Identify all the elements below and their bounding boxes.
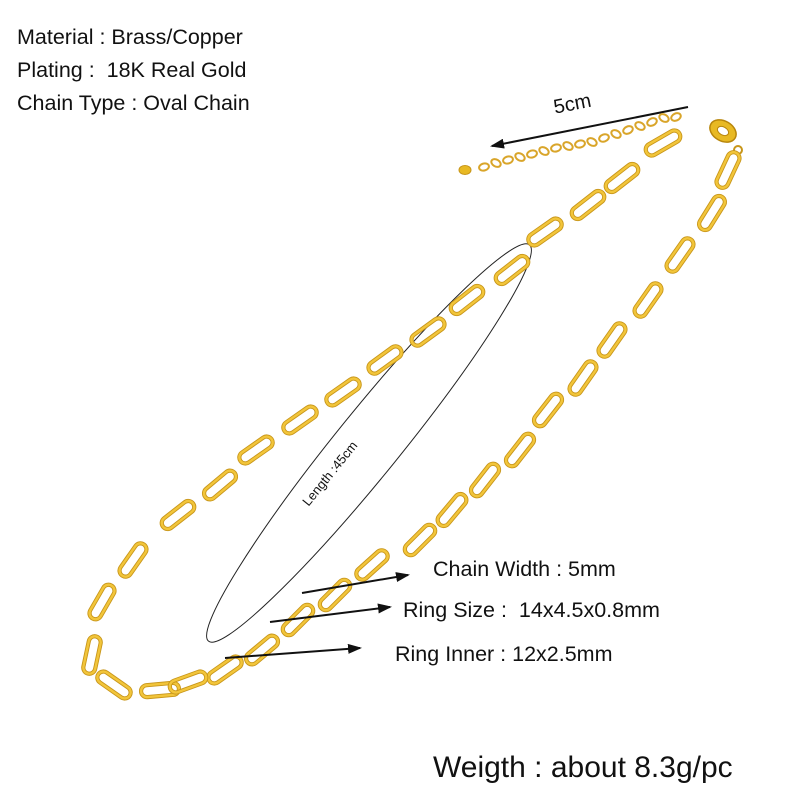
ring-size-label: Ring Size : 14x4.5x0.8mm (403, 598, 660, 622)
spec-material: Material : Brass/Copper (17, 25, 243, 49)
ring-size-arrow (269, 603, 392, 623)
chain-width-arrow (301, 572, 410, 594)
length-ellipse (206, 243, 532, 643)
drop-end-icon (458, 165, 472, 175)
spec-plating: Plating : 18K Real Gold (17, 58, 247, 82)
ring-inner-label: Ring Inner : 12x2.5mm (395, 642, 613, 666)
chain-width-label: Chain Width : 5mm (433, 557, 616, 581)
ring-inner-arrow (224, 643, 362, 659)
extender-arrow (490, 106, 689, 149)
weight-label: Weigth : about 8.3g/pc (433, 751, 733, 784)
spec-chain-type: Chain Type : Oval Chain (17, 91, 250, 115)
lobster-clasp-icon (709, 119, 743, 155)
